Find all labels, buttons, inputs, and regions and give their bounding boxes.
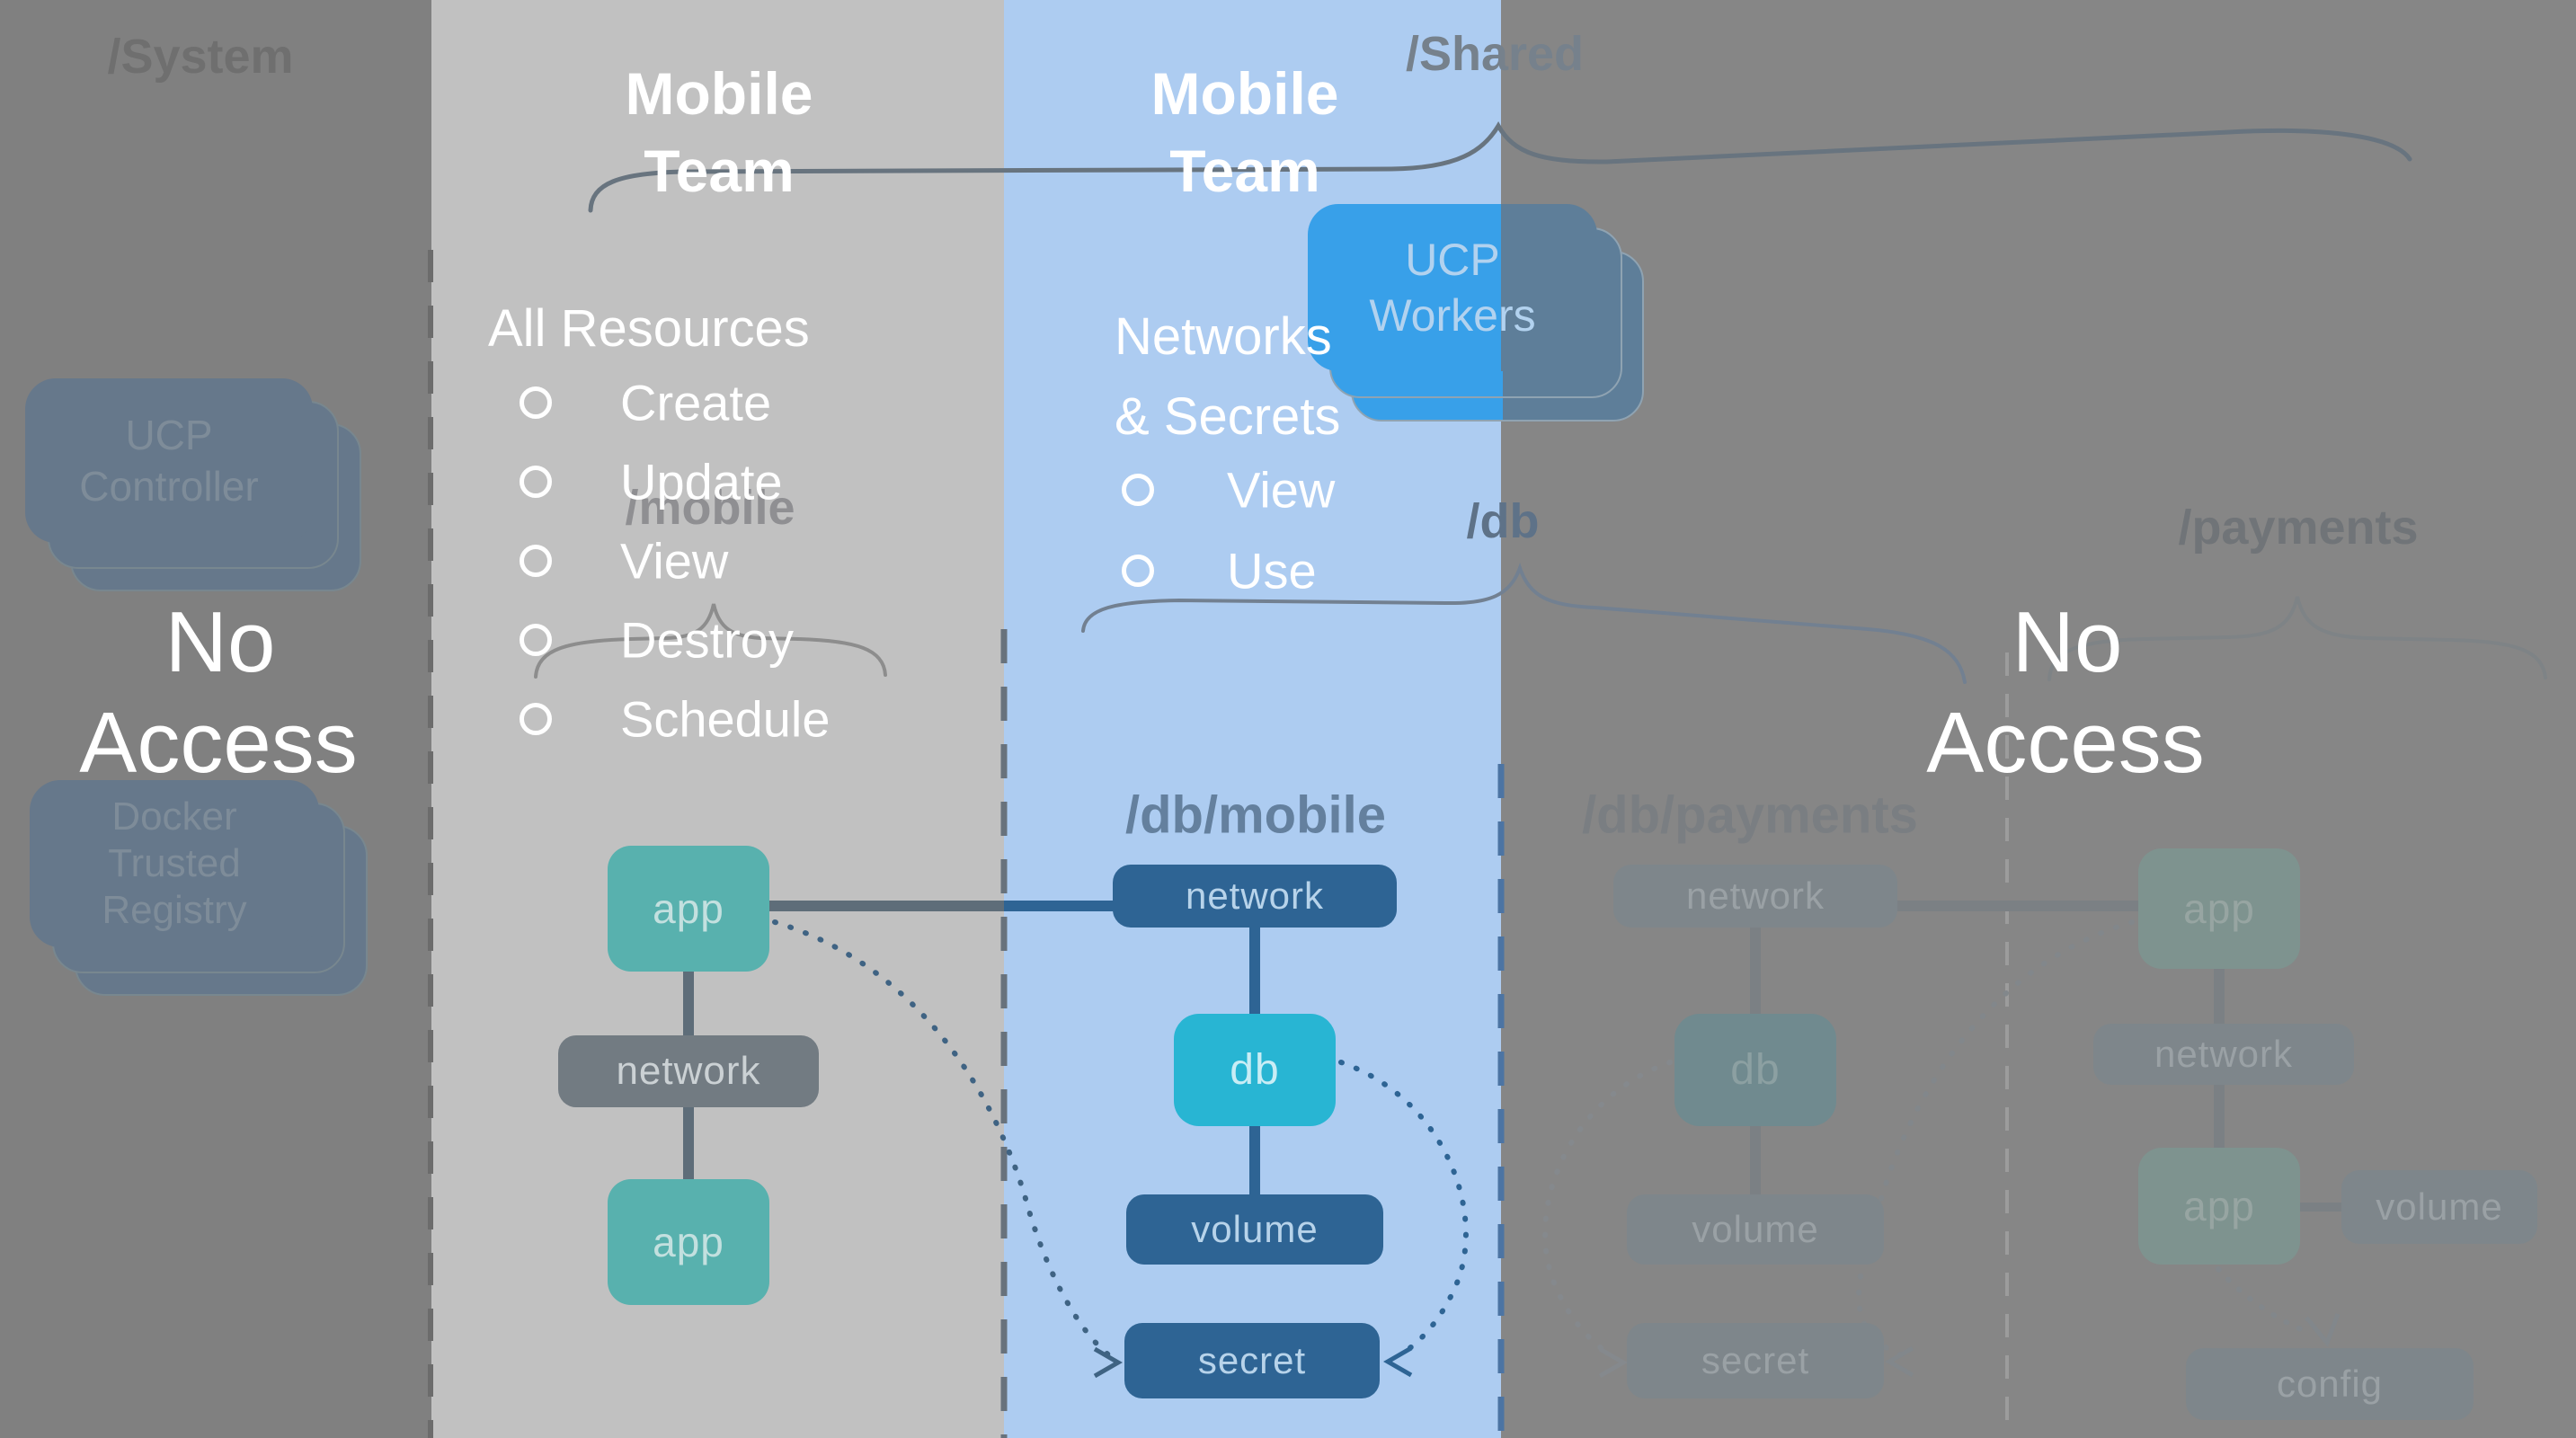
node-dbmobile-volume: volume (1126, 1194, 1383, 1265)
dtr-line1: Docker (111, 794, 237, 839)
ucp-workers-line1: UCP (1405, 235, 1500, 285)
no-access-right-line2: Access (1926, 695, 2205, 791)
ucp-workers-box (1308, 204, 1597, 371)
node-dbmobile-network: network (1113, 865, 1397, 928)
brace-mobile (534, 603, 887, 679)
team-right-scope-1: Networks (1115, 307, 1332, 366)
team-right-title-1: Mobile (1150, 60, 1339, 127)
arc-payapp2-to-config (2216, 1266, 2314, 1336)
arrowhead-dbpsecret-right (1884, 1345, 1914, 1378)
ucp-controller-line2: Controller (79, 462, 259, 510)
brace-shared (588, 121, 2412, 213)
perm-create: Create (620, 374, 772, 431)
team-left-title-2: Team (644, 138, 795, 204)
perm-destroy: Destroy (620, 611, 794, 669)
label-db-payments-collection: /db/payments (1582, 786, 1918, 845)
ucp-controller-box (25, 378, 313, 543)
node-mobile-app-1: app (608, 846, 769, 972)
node-dbpayments-volume: volume (1627, 1194, 1884, 1265)
node-mobile-network: network (558, 1035, 819, 1107)
label-db-mobile-collection: /db/mobile (1125, 786, 1386, 845)
arc-payapp-to-dbpsecret (1856, 919, 2135, 1358)
ucp-controller-line1: UCP (125, 411, 213, 458)
arrowhead-config (2305, 1313, 2341, 1347)
label-system-collection: /System (107, 30, 294, 84)
team-right-scope-2: & Secrets (1115, 387, 1341, 446)
node-dbpayments-network: network (1613, 865, 1897, 928)
team-right-title-2: Team (1169, 138, 1320, 204)
arrowhead-secret-left (1093, 1346, 1124, 1379)
ucp-controller-text: UCP Controller (25, 378, 313, 543)
bullet-destroy (520, 624, 552, 656)
dtr-line2: Trusted (108, 841, 241, 885)
team-left-title-1: Mobile (625, 60, 813, 127)
team-left-scope: All Resources (488, 299, 810, 358)
no-access-left-line2: Access (79, 695, 358, 791)
node-dbmobile-secret: secret (1124, 1323, 1380, 1398)
perm-schedule: Schedule (620, 690, 831, 748)
node-dbpayments-secret: secret (1627, 1323, 1884, 1398)
dtr-text: Docker Trusted Registry (30, 780, 319, 947)
node-payments-config: config (2186, 1348, 2474, 1420)
perm-view-right: View (1227, 461, 1336, 519)
bullet-use (1122, 555, 1154, 587)
label-shared-collection: /Shared (1405, 27, 1585, 81)
node-mobile-app-2: app (608, 1179, 769, 1305)
label-mobile-collection: /mobile (625, 481, 795, 535)
bullet-create (520, 386, 552, 419)
bullet-view-right (1122, 474, 1154, 506)
arrowhead-secret-right (1382, 1345, 1413, 1378)
perm-view-left: View (620, 532, 729, 590)
arrowhead-dbpsecret-left (1598, 1346, 1629, 1379)
label-db-collection: /db (1466, 494, 1540, 548)
bullet-update (520, 466, 552, 498)
perm-update: Update (620, 453, 783, 510)
ucp-workers-text: UCP Workers (1308, 204, 1597, 371)
node-payments-app-2: app (2138, 1148, 2300, 1265)
brace-payments (2047, 596, 2547, 681)
bullet-view-left (520, 545, 552, 577)
node-payments-network: network (2093, 1024, 2354, 1085)
node-payments-volume: volume (2341, 1170, 2537, 1244)
arc-mobileapp-to-secret (772, 919, 1112, 1358)
no-access-left-line1: No (164, 594, 276, 690)
brace-db (1081, 563, 1967, 684)
bullet-schedule (520, 703, 552, 735)
node-payments-app-1: app (2138, 848, 2300, 969)
column-system (0, 0, 431, 1438)
dtr-box (30, 780, 319, 947)
label-payments-collection: /payments (2178, 501, 2419, 555)
no-access-right-line1: No (2012, 594, 2123, 690)
perm-use: Use (1227, 542, 1317, 599)
ucp-workers-line2: Workers (1369, 290, 1536, 341)
dtr-line3: Registry (102, 888, 247, 932)
node-dbpayments-db: db (1674, 1014, 1836, 1126)
node-dbmobile-db: db (1174, 1014, 1336, 1126)
